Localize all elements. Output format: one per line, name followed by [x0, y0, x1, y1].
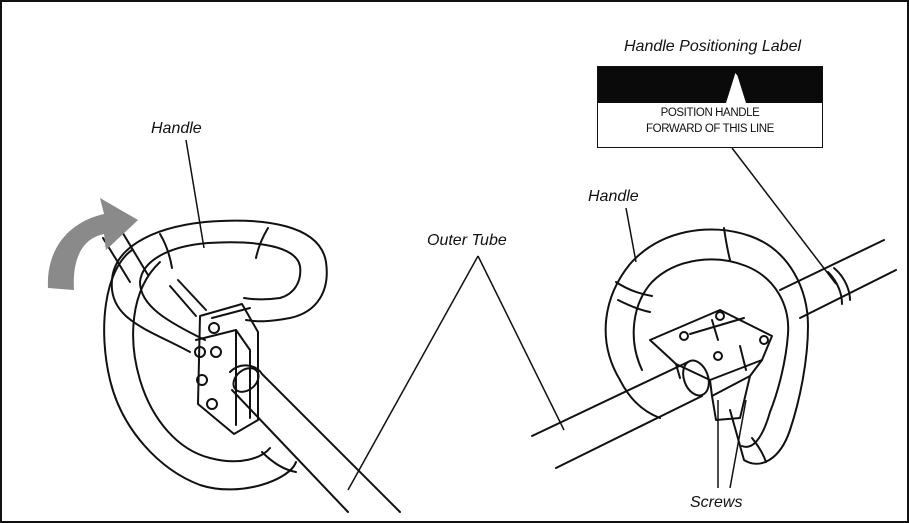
leader-handle-left	[185, 139, 205, 249]
label-screws: Screws	[690, 494, 743, 511]
positioning-label-text: POSITION HANDLE FORWARD OF THIS LINE	[598, 105, 822, 137]
positioning-label-line1: POSITION HANDLE	[660, 107, 760, 119]
left-illustration	[102, 219, 401, 513]
right-tube-back	[779, 239, 885, 291]
label-outer-tube: Outer Tube	[427, 232, 507, 249]
left-screw-1	[208, 322, 220, 334]
left-handle-grip	[103, 249, 297, 491]
rotation-arrow	[47, 198, 138, 290]
left-screw-2	[194, 346, 206, 358]
leader-outer-tube-left	[347, 255, 479, 491]
right-screw-1	[679, 331, 689, 341]
right-handle-loop	[604, 228, 809, 431]
leader-positioning-label	[731, 147, 837, 285]
left-tube-front	[229, 364, 401, 513]
positioning-label-band	[598, 67, 822, 103]
right-illustration	[531, 227, 897, 469]
left-clamp	[197, 303, 259, 435]
handle-positioning-label: POSITION HANDLE FORWARD OF THIS LINE	[597, 66, 823, 148]
right-tube-front	[531, 361, 689, 437]
leader-handle-right	[625, 207, 637, 263]
right-screw-2	[715, 311, 725, 321]
leader-outer-tube-right	[477, 255, 565, 431]
label-handle-left: Handle	[151, 120, 202, 137]
leader-screw-2	[729, 399, 747, 489]
left-leaders	[185, 139, 565, 491]
right-leaders	[625, 147, 837, 489]
label-positioning-title: Handle Positioning Label	[624, 38, 802, 55]
positioning-label-line2: FORWARD OF THIS LINE	[646, 123, 774, 135]
left-handle-loop	[110, 219, 328, 353]
label-handle-right: Handle	[588, 188, 639, 205]
